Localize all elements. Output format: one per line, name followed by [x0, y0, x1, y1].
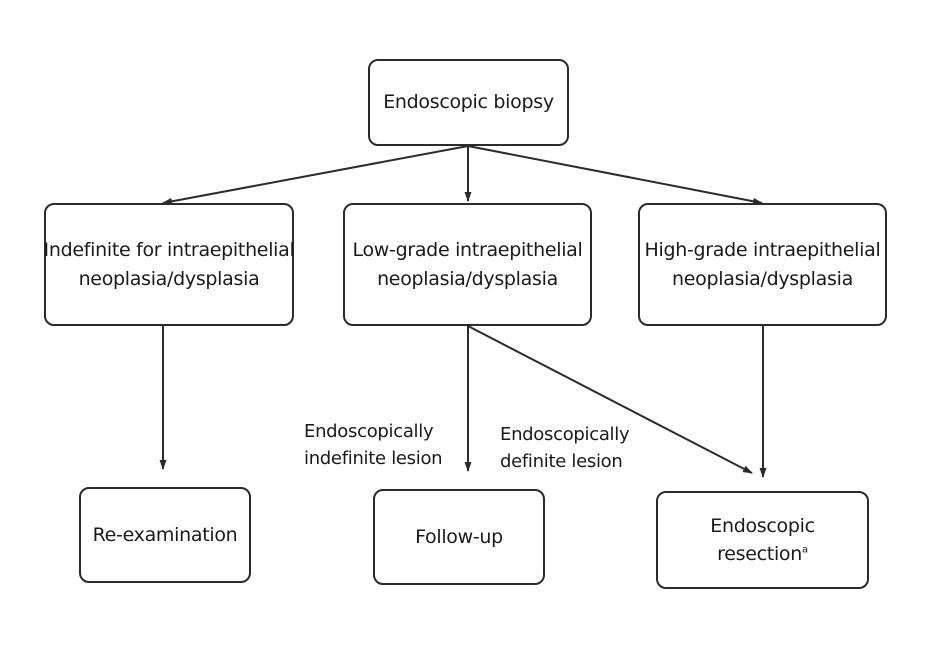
node-endoscopic-resection: Endoscopic resectiona — [656, 491, 869, 589]
edge-label-indefinite-line2: indefinite lesion — [304, 448, 443, 469]
arrow-biopsy-to-high-grade — [467, 145, 763, 205]
node-resection-line2-wrap: resectiona — [710, 540, 815, 569]
edge-label-definite-line1: Endoscopically — [500, 424, 630, 445]
node-follow-up-label: Follow-up — [415, 525, 503, 548]
node-follow-up: Follow-up — [373, 489, 545, 585]
edge-label-indefinite-line1: Endoscopically — [304, 421, 434, 442]
node-re-examination: Re-examination — [79, 487, 251, 583]
node-indefinite-line1: Indefinite for intraepithelial — [43, 239, 295, 261]
node-resection-line2: resection — [717, 543, 802, 565]
edge-label-definite-line2: definite lesion — [500, 451, 623, 472]
node-high-grade-neoplasia: High-grade intraepithelial neoplasia/dys… — [638, 203, 887, 326]
node-indefinite-line2: neoplasia/dysplasia — [78, 267, 260, 290]
node-high-grade-line1: High-grade intraepithelial — [644, 239, 881, 261]
edge-label-definite-lesion: Endoscopically definite lesion — [500, 421, 630, 475]
node-endoscopic-biopsy: Endoscopic biopsy — [368, 59, 569, 146]
footnote-marker: a — [802, 544, 808, 556]
node-resection-line1: Endoscopic — [710, 514, 815, 537]
edge-label-indefinite-lesion: Endoscopically indefinite lesion — [304, 418, 443, 472]
node-re-examination-label: Re-examination — [92, 523, 238, 546]
node-high-grade-line2: neoplasia/dysplasia — [672, 267, 853, 290]
node-low-grade-line2: neoplasia/dysplasia — [377, 267, 558, 290]
node-low-grade-line1: Low-grade intraepithelial — [352, 239, 583, 261]
arrow-biopsy-to-indefinite — [162, 145, 469, 205]
node-endoscopic-biopsy-label: Endoscopic biopsy — [383, 91, 554, 114]
arrow-low-grade-to-resection — [467, 325, 753, 474]
node-low-grade-neoplasia: Low-grade intraepithelial neoplasia/dysp… — [343, 203, 592, 326]
node-indefinite-neoplasia: Indefinite for intraepithelial neoplasia… — [43, 203, 295, 326]
